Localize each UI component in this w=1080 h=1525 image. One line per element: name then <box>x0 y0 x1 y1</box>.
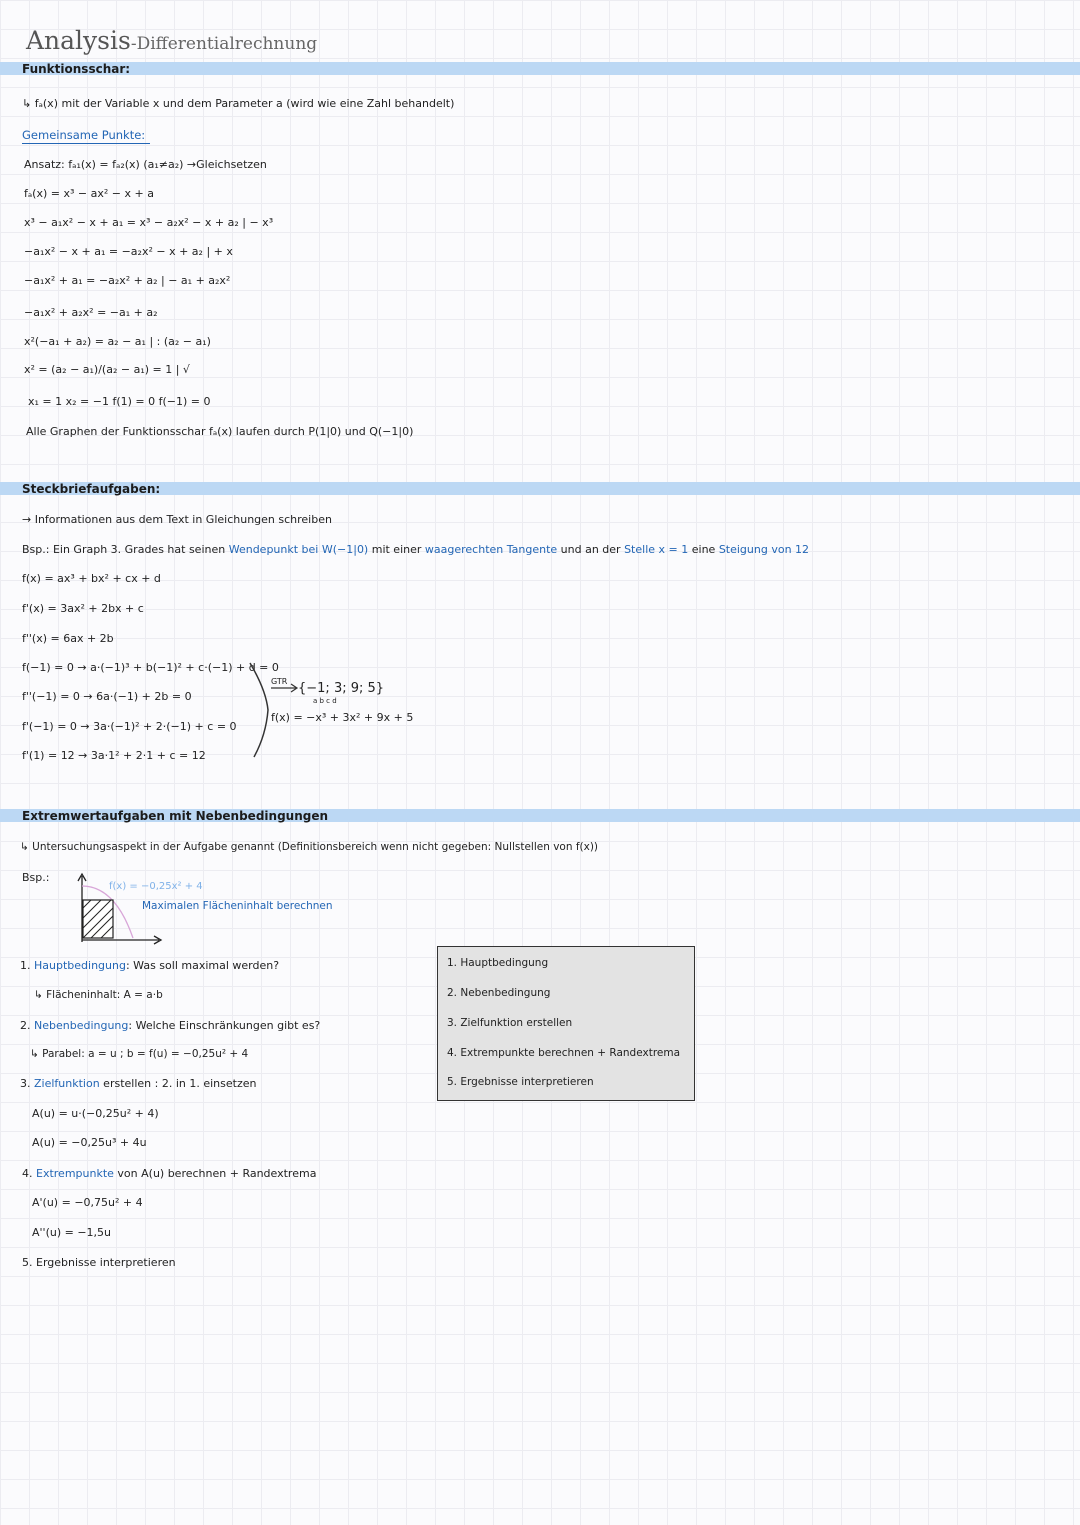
graph-caption: Maximalen Flächeninhalt berechnen <box>142 900 333 912</box>
step-label: Nebenbedingung <box>34 1019 129 1032</box>
gtr-solution: {−1; 3; 9; 5} <box>298 681 385 696</box>
s2-line: f''(x) = 6ax + 2b <box>22 632 114 645</box>
step-num: 4. <box>22 1167 33 1180</box>
step-label: Extrempunkte <box>36 1167 114 1180</box>
step-2: 2. Nebenbedingung: Welche Einschränkunge… <box>20 1019 320 1032</box>
section-band-2 <box>0 482 1080 495</box>
gtr-label: GTR <box>271 677 288 686</box>
section1-intro: ↳ fₐ(x) mit der Variable x und dem Param… <box>22 97 455 110</box>
step-rest: erstellen : 2. in 1. einsetzen <box>99 1077 257 1090</box>
bsp-label: Bsp.: <box>22 871 50 884</box>
step-num: 1. <box>20 959 31 972</box>
step-rest: : Was soll maximal werden? <box>125 959 280 972</box>
step-num: 5. <box>22 1256 33 1269</box>
step-num: 2. <box>20 1019 31 1032</box>
section-band-3 <box>0 809 1080 822</box>
subheading-gemeinsame-punkte: Gemeinsame Punkte: <box>22 128 146 142</box>
section-heading-funktionsschar: Funktionsschar: <box>22 62 131 76</box>
section2-example: Bsp.: Ein Graph 3. Grades hat seinen Wen… <box>22 543 809 556</box>
example-highlight: Wendepunkt bei W(−1|0) <box>228 543 369 556</box>
step-label: Hauptbedingung <box>34 959 126 972</box>
s1-line: x² = (a₂ − a₁)/(a₂ − a₁) = 1 | √ <box>24 363 190 376</box>
s1-conclusion: Alle Graphen der Funktionsschar fₐ(x) la… <box>26 425 414 438</box>
step-rest: : Welche Einschränkungen gibt es? <box>128 1019 321 1032</box>
example-text: eine <box>688 543 719 556</box>
section2-intro: → Informationen aus dem Text in Gleichun… <box>22 513 332 526</box>
summary-item: 2. Nebenbedingung <box>447 987 551 999</box>
s2-line: f'(1) = 12 → 3a·1² + 2·1 + c = 12 <box>22 749 206 762</box>
section-band-1 <box>0 62 1080 75</box>
example-text: und an der <box>557 543 625 556</box>
example-highlight: Steigung von 12 <box>718 543 810 556</box>
title-sub: -Differentialrechnung <box>130 34 318 54</box>
example-highlight: Stelle x = 1 <box>624 543 689 556</box>
steckbrief-result: f(x) = −x³ + 3x² + 9x + 5 <box>271 711 414 724</box>
step-5: 5. Ergebnisse interpretieren <box>22 1256 176 1269</box>
gtr-solution-vars: a b c d <box>313 697 337 705</box>
section-heading-extremwert: Extremwertaufgaben mit Nebenbedingungen <box>22 809 329 823</box>
gtr-arrow-icon <box>271 683 299 693</box>
parabola-sketch <box>77 872 163 945</box>
example-text: mit einer <box>368 543 425 556</box>
title-main: Analysis <box>26 26 131 55</box>
summary-item: 4. Extrempunkte berechnen + Randextrema <box>447 1047 681 1059</box>
summary-item: 5. Ergebnisse interpretieren <box>447 1076 594 1088</box>
s1-line: −a₁x² + a₁ = −a₂x² + a₂ | − a₁ + a₂x² <box>24 274 231 287</box>
step2-detail: ↳ Parabel: a = u ; b = f(u) = −0,25u² + … <box>30 1048 249 1060</box>
section-heading-steckbrief: Steckbriefaufgaben: <box>22 482 161 496</box>
page-title: Analysis-Differentialrechnung <box>26 26 317 55</box>
s1-line: x²(−a₁ + a₂) = a₂ − a₁ | : (a₂ − a₁) <box>24 335 211 348</box>
s1-line: x³ − a₁x² − x + a₁ = x³ − a₂x² − x + a₂ … <box>24 216 274 229</box>
step-rest: Ergebnisse interpretieren <box>36 1256 176 1269</box>
step-num: 3. <box>20 1077 31 1090</box>
s2-line: f(x) = ax³ + bx² + cx + d <box>22 572 161 585</box>
s2-line: f(−1) = 0 → a·(−1)³ + b(−1)² + c·(−1) + … <box>22 661 279 674</box>
step-3: 3. Zielfunktion erstellen : 2. in 1. ein… <box>20 1077 256 1090</box>
step3-line: A(u) = u·(−0,25u² + 4) <box>32 1107 159 1120</box>
step1-detail: ↳ Flächeninhalt: A = a·b <box>34 989 163 1001</box>
system-brace <box>249 662 269 758</box>
step-rest: von A(u) berechnen + Randextrema <box>113 1167 317 1180</box>
example-text: Bsp.: Ein Graph 3. Grades hat seinen <box>22 543 229 556</box>
step3-line: A(u) = −0,25u³ + 4u <box>32 1136 147 1149</box>
s2-line: f'(x) = 3ax² + 2bx + c <box>22 602 144 615</box>
s1-line: −a₁x² + a₂x² = −a₁ + a₂ <box>24 306 158 319</box>
summary-item: 1. Hauptbedingung <box>447 957 549 969</box>
step-1: 1. Hauptbedingung: Was soll maximal werd… <box>20 959 279 972</box>
subheading-underline <box>22 143 150 144</box>
graph-function-label: f(x) = −0,25x² + 4 <box>109 881 203 892</box>
section3-intro: ↳ Untersuchungsaspekt in der Aufgabe gen… <box>20 841 599 853</box>
s1-line: fₐ(x) = x³ − ax² − x + a <box>24 187 154 200</box>
step-4: 4. Extrempunkte von A(u) berechnen + Ran… <box>22 1167 316 1180</box>
s1-line: −a₁x² − x + a₁ = −a₂x² − x + a₂ | + x <box>24 245 233 258</box>
s2-line: f'(−1) = 0 → 3a·(−1)² + 2·(−1) + c = 0 <box>22 720 237 733</box>
s1-line: x₁ = 1 x₂ = −1 f(1) = 0 f(−1) = 0 <box>28 395 211 408</box>
step4-line: A''(u) = −1,5u <box>32 1226 112 1239</box>
example-highlight: waagerechten Tangente <box>424 543 558 556</box>
summary-item: 3. Zielfunktion erstellen <box>447 1017 573 1029</box>
s1-line: Ansatz: fₐ₁(x) = fₐ₂(x) (a₁≠a₂) →Gleichs… <box>24 158 267 171</box>
steps-summary-box: 1. Hauptbedingung 2. Nebenbedingung 3. Z… <box>437 946 695 1101</box>
s2-line: f''(−1) = 0 → 6a·(−1) + 2b = 0 <box>22 690 192 703</box>
step-label: Zielfunktion <box>34 1077 100 1090</box>
step4-line: A'(u) = −0,75u² + 4 <box>32 1196 143 1209</box>
